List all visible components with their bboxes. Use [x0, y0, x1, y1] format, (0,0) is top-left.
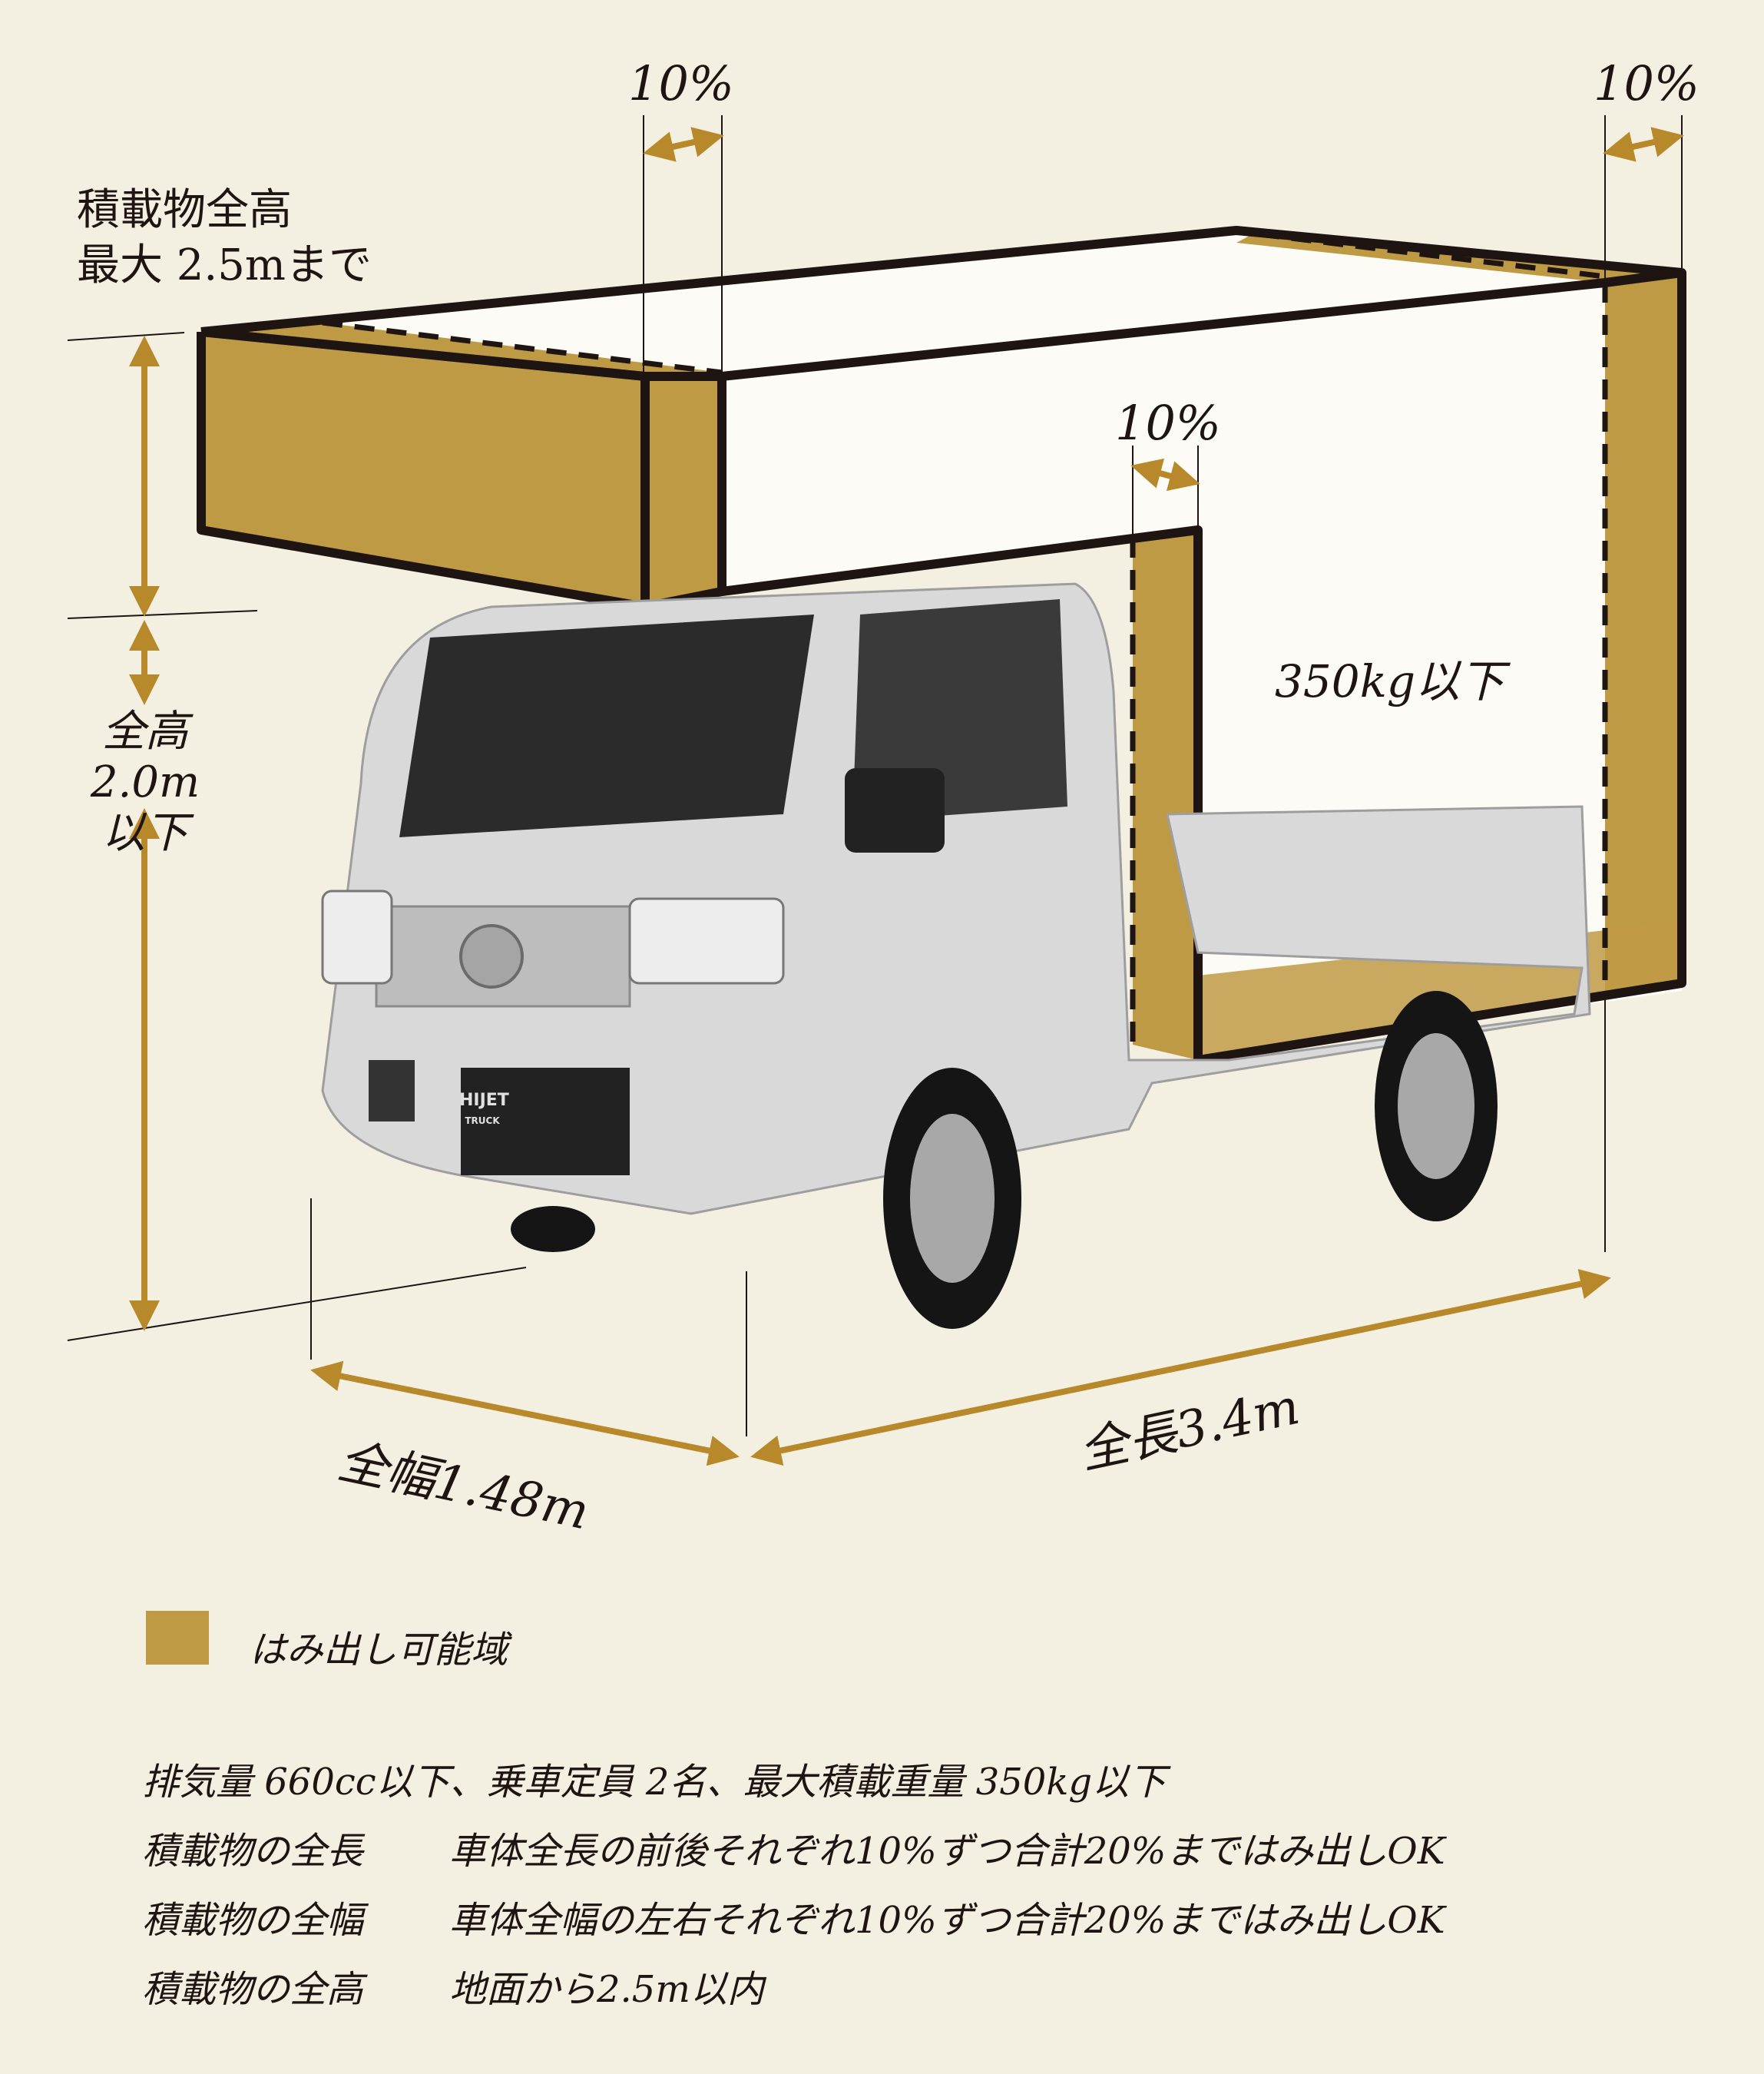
- spec-value: 車体全幅の左右それぞれ10%ずつ合計20%まではみ出しOK: [449, 1899, 1445, 1942]
- rear-overhang-arrow: [1603, 127, 1684, 162]
- vehicle-height-line1: 全高: [102, 707, 188, 757]
- spec-key: 積載物の全幅: [142, 1899, 364, 1942]
- side-overhang-arrow: [1130, 458, 1200, 492]
- side-overhang-region: [1133, 530, 1198, 1060]
- badge-line1: HIJET: [459, 1091, 509, 1110]
- vehicle-height-line3: 以下: [102, 808, 188, 858]
- vehicle-height-line2: 2.0m: [90, 757, 200, 807]
- legend-label: はみ出し可能域: [250, 1628, 508, 1671]
- load-height-label: 積載物全高 最大 2.5mまで: [77, 183, 372, 293]
- specs-summary: 排気量 660cc以下、乗車定員 2名、最大積載重量 350kg以下: [142, 1761, 1167, 1804]
- side-overhang-percent: 10%: [1115, 395, 1221, 451]
- legend-swatch: [146, 1611, 209, 1665]
- length-arrow: [750, 1268, 1611, 1466]
- badge-line2: TRUCK: [465, 1115, 500, 1126]
- spec-key: 積載物の全長: [142, 1830, 364, 1873]
- load-height-label-line2: 最大 2.5mまで: [77, 240, 372, 290]
- spec-row-length: 積載物の全長 車体全長の前後それぞれ10%ずつ合計20%まではみ出しOK: [142, 1817, 1445, 1886]
- rear-overhang-region: [1605, 273, 1682, 991]
- vehicle-height-label: 全高 2.0m 以下: [77, 707, 213, 859]
- spec-key: 積載物の全高: [142, 1968, 364, 2011]
- max-load-label: 350kg以下: [1275, 655, 1504, 707]
- spec-value: 車体全長の前後それぞれ10%ずつ合計20%まではみ出しOK: [449, 1830, 1445, 1873]
- rear-overhang-percent: 10%: [1594, 55, 1699, 111]
- truck-badge: HIJET TRUCK: [459, 1091, 509, 1131]
- load-height-label-line1: 積載物全高: [77, 185, 292, 235]
- specs-block: 排気量 660cc以下、乗車定員 2名、最大積載重量 350kg以下 積載物の全…: [142, 1748, 1445, 2024]
- front-overhang-percent: 10%: [628, 55, 734, 111]
- spec-value: 地面から2.5m以内: [449, 1968, 764, 2011]
- front-overhang-arrow: [643, 127, 724, 162]
- spec-row-height: 積載物の全高 地面から2.5m以内: [142, 1955, 1445, 2024]
- width-arrow: [310, 1360, 740, 1466]
- spec-row-width: 積載物の全幅 車体全幅の左右それぞれ10%ずつ合計20%まではみ出しOK: [142, 1886, 1445, 1955]
- truck-illustration: [321, 582, 1591, 1329]
- front-overhang-region: [201, 332, 645, 607]
